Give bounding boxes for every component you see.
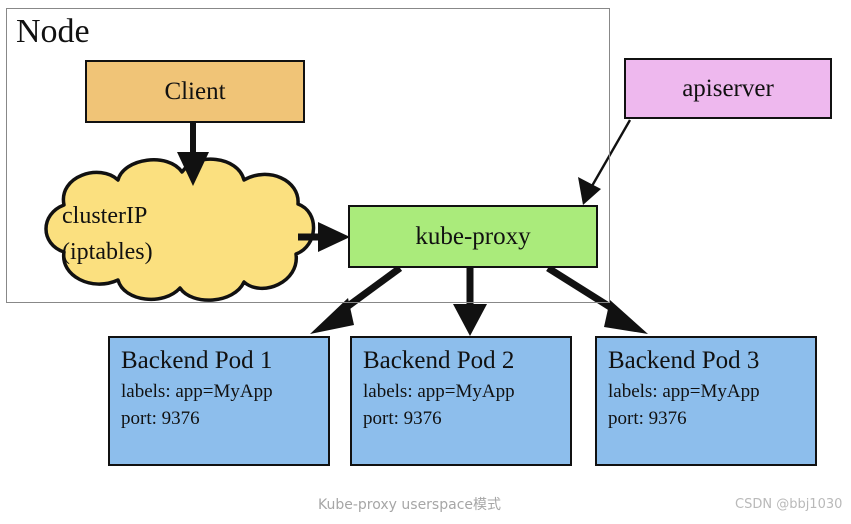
edge-kubeproxy-to-pod-1: [310, 265, 403, 334]
backend-pod-3-node[interactable]: Backend Pod 3 labels: app=MyApp port: 93…: [595, 336, 817, 466]
node-label: Node: [16, 13, 90, 50]
clusterip-line-2: (iptables): [62, 239, 153, 265]
backend-pod-2-labels: labels: app=MyApp: [363, 381, 515, 402]
backend-pod-2-title: Backend Pod 2: [363, 347, 515, 374]
kube-proxy-node-label: kube-proxy: [415, 222, 531, 250]
clusterip-node[interactable]: clusterIP (iptables): [14, 176, 314, 306]
backend-pod-1-node[interactable]: Backend Pod 1 labels: app=MyApp port: 93…: [108, 336, 330, 466]
edge-kubeproxy-to-pod-3: [546, 265, 648, 334]
watermark: CSDN @bbj1030: [735, 497, 843, 512]
edge-clusterip-to-kubeproxy: [298, 222, 350, 252]
kube-proxy-node[interactable]: kube-proxy: [348, 205, 598, 268]
apiserver-node-label: apiserver: [682, 74, 774, 102]
backend-pod-3-title: Backend Pod 3: [608, 347, 760, 374]
client-node-label: Client: [164, 77, 226, 105]
edge-apiserver-to-kubeproxy: [578, 119, 632, 205]
backend-pod-1-port: port: 9376: [121, 408, 200, 429]
edge-kubeproxy-to-pod-2: [453, 268, 487, 336]
backend-pod-3-labels: labels: app=MyApp: [608, 381, 760, 402]
clusterip-node-label: clusterIP (iptables): [62, 198, 262, 270]
apiserver-node[interactable]: apiserver: [624, 58, 832, 119]
backend-pod-2-node[interactable]: Backend Pod 2 labels: app=MyApp port: 93…: [350, 336, 572, 466]
backend-pod-3-port: port: 9376: [608, 408, 687, 429]
backend-pod-2-port: port: 9376: [363, 408, 442, 429]
backend-pod-1-labels: labels: app=MyApp: [121, 381, 273, 402]
backend-pod-1-title: Backend Pod 1: [121, 347, 273, 374]
node-container: [6, 8, 610, 303]
client-node[interactable]: Client: [85, 60, 305, 123]
figure-caption: Kube-proxy userspace模式: [318, 497, 502, 513]
clusterip-line-1: clusterIP: [62, 203, 148, 229]
clusterip-cloud-shape: [44, 157, 316, 302]
edge-client-to-clusterip: [177, 123, 209, 186]
